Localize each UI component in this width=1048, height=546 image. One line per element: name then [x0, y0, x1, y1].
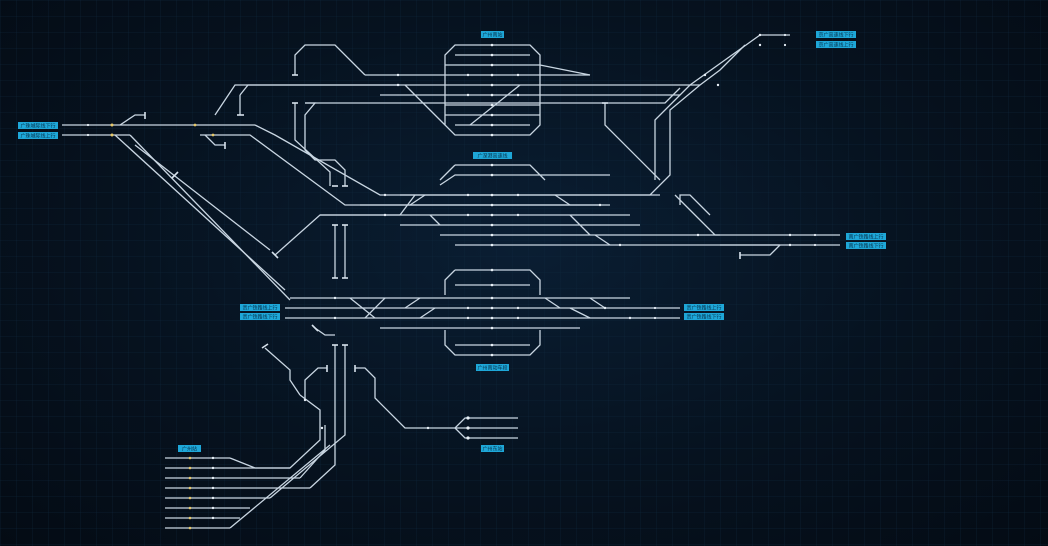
- svg-text:京广高速线下行: 京广高速线下行: [818, 32, 853, 39]
- svg-text:广珠城际线上行: 广珠城际线上行: [20, 133, 55, 140]
- svg-text:广州东站: 广州东站: [482, 446, 502, 453]
- left-entry-tracks: [62, 34, 790, 301]
- label-bottom-left-depot: 广州站: [178, 445, 201, 453]
- signal-markers: [86, 33, 817, 530]
- svg-text:广州南站: 广州南站: [482, 32, 502, 39]
- svg-text:贵广铁路线下行: 贵广铁路线下行: [686, 314, 721, 321]
- label-top-right-lower: 京广高速线上行: [816, 41, 856, 49]
- svg-text:贵广铁路线上行: 贵广铁路线上行: [686, 305, 721, 312]
- label-right-middle-lower: 南广铁路线下行: [846, 242, 886, 250]
- label-bottom-station: 广州南动车段: [476, 364, 509, 372]
- label-middle-station: 广深港高速线: [473, 152, 512, 160]
- svg-text:贵广铁路线下行: 贵广铁路线下行: [242, 314, 277, 321]
- label-right-bottom-lower: 贵广铁路线下行: [684, 313, 724, 321]
- svg-text:贵广铁路线上行: 贵广铁路线上行: [242, 305, 277, 312]
- label-top-right-upper: 京广高速线下行: [816, 31, 856, 39]
- label-top-station: 广州南站: [481, 31, 504, 39]
- svg-text:广深港高速线: 广深港高速线: [477, 153, 507, 160]
- upper-left-loop: [214, 44, 681, 187]
- right-middle-tracks: [602, 102, 840, 259]
- label-left-middle-upper: 贵广铁路线上行: [240, 304, 280, 312]
- label-left-upper: 广珠城际线下行: [18, 122, 58, 130]
- label-right-middle-upper: 南广铁路线上行: [846, 233, 886, 241]
- label-bottom-right-depot: 广州东站: [481, 445, 504, 453]
- svg-text:京广高速线上行: 京广高速线上行: [818, 42, 853, 49]
- middle-station-tracks: [271, 164, 780, 279]
- svg-text:南广铁路线下行: 南广铁路线下行: [848, 243, 883, 250]
- label-right-bottom-upper: 贵广铁路线上行: [684, 304, 724, 312]
- top-station-tracks: [365, 44, 700, 136]
- label-left-middle-lower: 贵广铁路线下行: [240, 313, 280, 321]
- label-left-lower: 广珠城际线上行: [18, 132, 58, 140]
- svg-text:广州站: 广州站: [182, 446, 197, 453]
- svg-text:南广铁路线上行: 南广铁路线上行: [848, 234, 883, 241]
- svg-text:广州南动车段: 广州南动车段: [477, 365, 507, 372]
- svg-text:广珠城际线下行: 广珠城际线下行: [20, 123, 55, 130]
- bottom-right-depot: [354, 365, 518, 439]
